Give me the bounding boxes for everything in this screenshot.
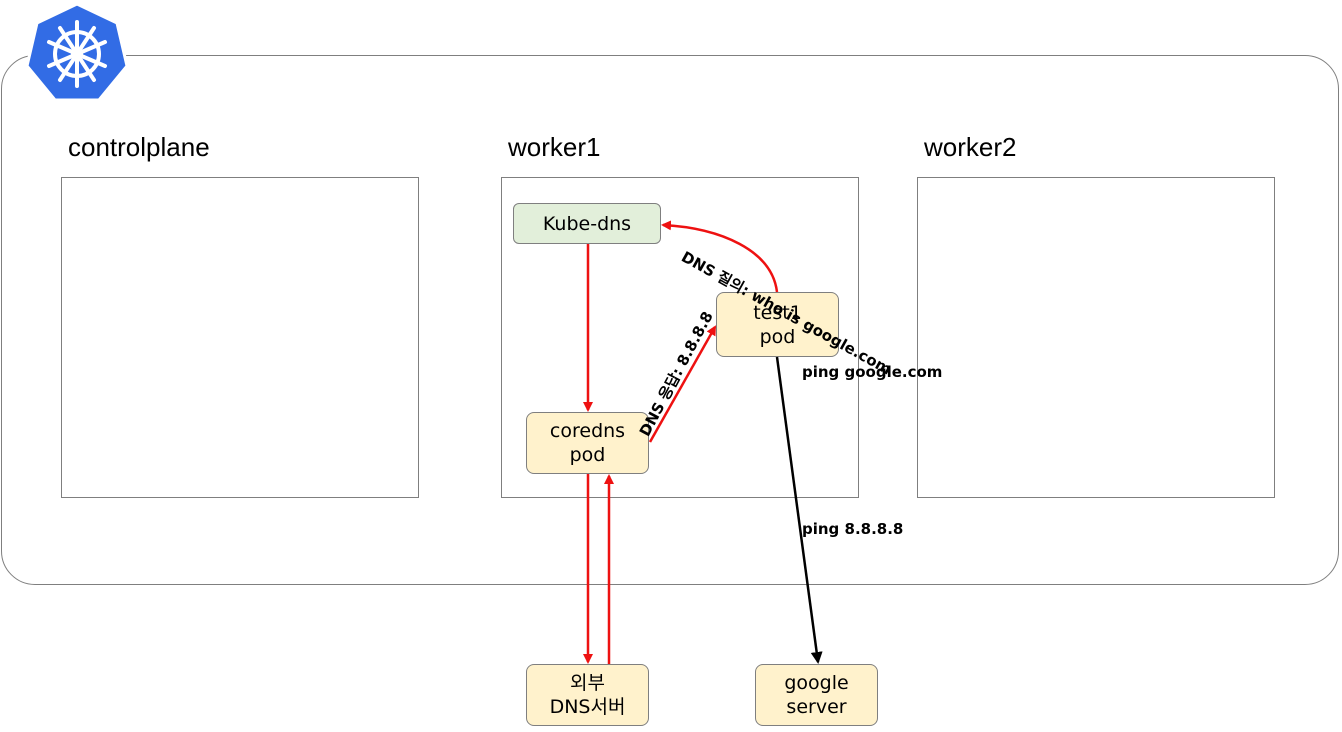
external-dns-line1: 외부 bbox=[570, 672, 605, 694]
external-dns-line2: DNS서버 bbox=[549, 696, 626, 718]
coredns-pod-line2: pod bbox=[569, 444, 606, 466]
kube-dns-label: Kube-dns bbox=[542, 212, 632, 235]
google-server-line2: server bbox=[786, 696, 847, 718]
external-dns-server[interactable]: 외부 DNS서버 bbox=[526, 664, 649, 726]
test1-pod[interactable]: test1 pod bbox=[716, 292, 839, 357]
test1-pod-line1: test1 bbox=[753, 301, 802, 324]
coredns-pod-line1: coredns bbox=[549, 420, 626, 442]
dns-query-arrow bbox=[661, 220, 779, 293]
worker2-title: worker2 bbox=[924, 132, 1017, 162]
worker1-title: worker1 bbox=[508, 132, 601, 162]
controlplane-title: controlplane bbox=[68, 132, 210, 162]
ping-google-label: ping google.com bbox=[802, 363, 943, 381]
dns-response-arrow bbox=[648, 325, 717, 443]
worker2-node-box bbox=[917, 177, 1275, 498]
test1-pod-line2: pod bbox=[759, 325, 796, 348]
kube-dns-service[interactable]: Kube-dns bbox=[513, 203, 661, 244]
google-server[interactable]: google server bbox=[755, 664, 878, 726]
kubernetes-logo-icon bbox=[25, 2, 129, 102]
ping-ip-label: ping 8.8.8.8 bbox=[802, 520, 904, 538]
google-server-line1: google bbox=[784, 672, 849, 694]
ping-arrow bbox=[775, 356, 823, 664]
coredns-pod[interactable]: coredns pod bbox=[526, 412, 649, 474]
controlplane-node-box bbox=[61, 177, 419, 498]
